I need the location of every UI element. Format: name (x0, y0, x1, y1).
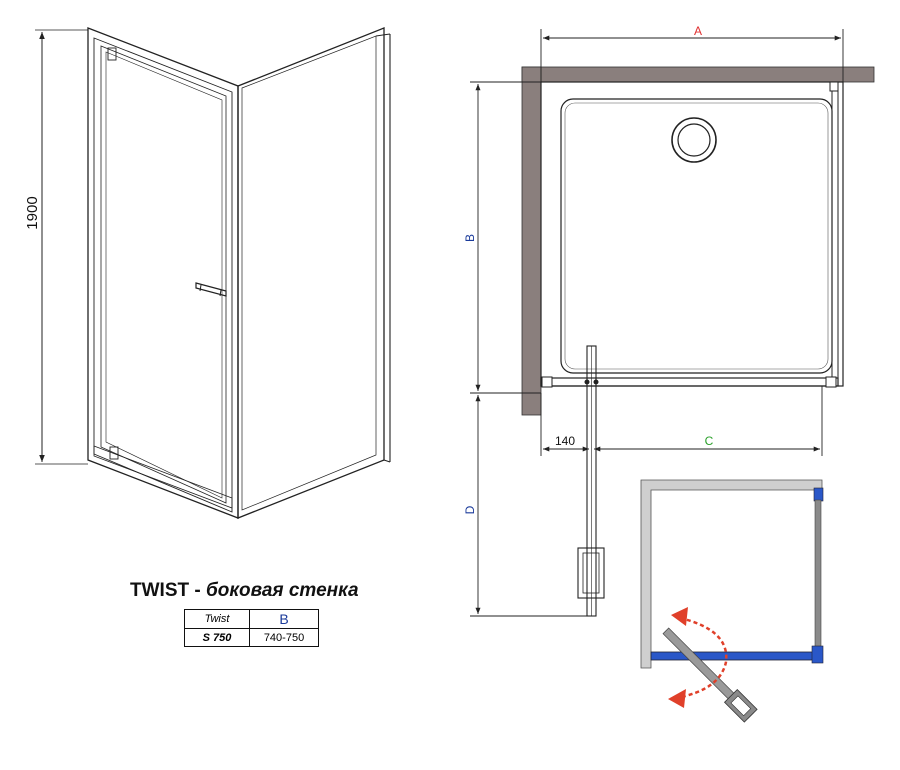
spec-table: Twist B S 750 740-750 (184, 609, 319, 647)
door-frame (87, 27, 239, 519)
side-wall (521, 66, 542, 416)
perspective-view (35, 27, 391, 519)
top-view-plan (521, 66, 875, 617)
swing-closed-door (650, 651, 823, 661)
dim-c (540, 386, 823, 456)
title-main: TWIST (130, 580, 190, 601)
dim-c-label: C (705, 434, 714, 448)
dim-b-label: B (463, 234, 477, 242)
swing-arrow-icon (675, 616, 728, 700)
title-sub: боковая стенка (206, 580, 359, 601)
dim-a (540, 29, 844, 82)
cell-model: S 750 (184, 628, 250, 647)
back-wall (521, 66, 875, 83)
door-handle (195, 282, 227, 297)
dim-d-label: D (463, 505, 477, 514)
shower-tray (540, 81, 844, 387)
title-sep: - (189, 580, 206, 601)
dim-d (470, 395, 587, 617)
dim-a-label: A (694, 24, 702, 38)
height-label: 1900 (24, 196, 41, 229)
header-cell-b: B (249, 609, 319, 629)
side-panel (237, 27, 391, 519)
table-row: S 750 740-750 (184, 628, 319, 647)
swing-side-panel (814, 499, 822, 651)
open-door-handle (577, 547, 605, 599)
dim-b (470, 81, 541, 394)
height-dimension (35, 29, 88, 465)
door-profile (540, 377, 839, 387)
spec-table-header: Twist B (184, 609, 319, 629)
product-title: TWIST - боковая стенка (130, 580, 359, 602)
drain-icon (671, 117, 717, 163)
cell-b-range: 740-750 (249, 628, 319, 647)
swing-diagram (640, 479, 824, 723)
header-cell-model: Twist (184, 609, 250, 629)
dim-offset-label: 140 (555, 434, 575, 448)
